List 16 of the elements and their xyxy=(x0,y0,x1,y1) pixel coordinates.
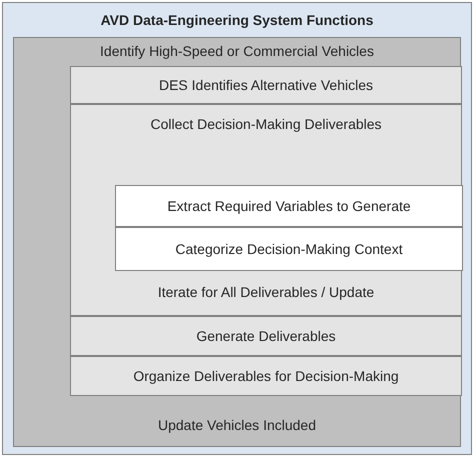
process-box xyxy=(115,227,463,271)
step-label: Collect Decision-Making Deliverables xyxy=(149,115,383,133)
step-label: Identify High-Speed or Commercial Vehicles xyxy=(99,42,375,60)
step-label: Organize Deliverables for Decision-Making xyxy=(132,367,400,385)
panel-heading: AVD Data-Engineering System Functions xyxy=(100,11,374,29)
step-label: Iterate for All Deliverables / Update xyxy=(156,283,376,301)
process-box xyxy=(70,316,462,356)
step-label: Categorize Decision-Making Context xyxy=(174,240,404,258)
loop-block xyxy=(70,104,462,316)
step-label: Generate Deliverables xyxy=(195,327,337,345)
process-box xyxy=(70,356,462,396)
process-box xyxy=(115,185,463,227)
step-label: DES Identifies Alternative Vehicles xyxy=(158,76,374,94)
process-box xyxy=(70,66,462,104)
step-label: Update Vehicles Included xyxy=(157,416,317,434)
step-label: Extract Required Variables to Generate xyxy=(166,197,412,215)
